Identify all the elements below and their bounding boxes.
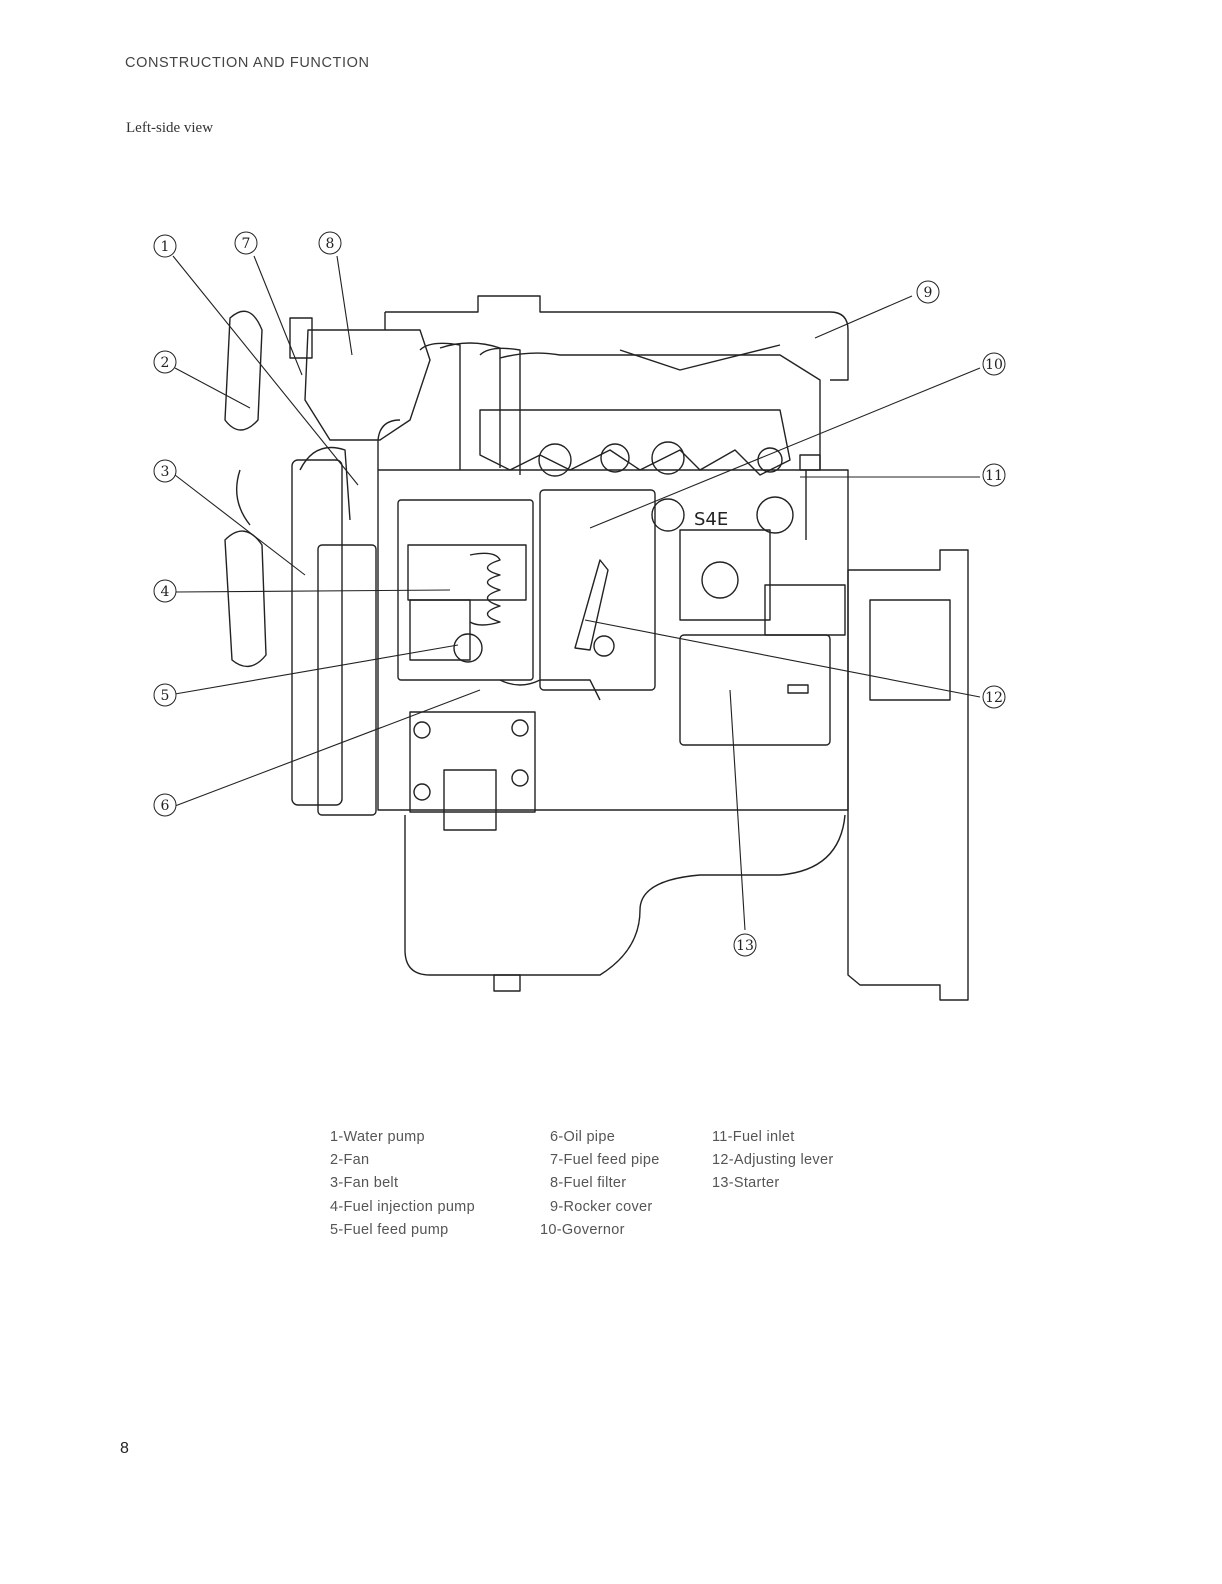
legend-item: 12-Adjusting lever xyxy=(712,1149,833,1172)
callout-label: 11 xyxy=(985,468,1003,484)
callout-label: 3 xyxy=(161,464,170,480)
legend-item: 9-Rocker cover xyxy=(540,1196,660,1219)
callout-label: 9 xyxy=(924,285,933,301)
legend-item: 5-Fuel feed pump xyxy=(330,1219,475,1242)
callout-label: 5 xyxy=(161,688,170,704)
legend-item: 7-Fuel feed pipe xyxy=(540,1149,660,1172)
legend-item: 8-Fuel filter xyxy=(540,1172,660,1195)
fan-blade-lower xyxy=(225,531,266,666)
legend-item: 10-Governor xyxy=(540,1219,660,1242)
page-number: 8 xyxy=(120,1440,129,1458)
legend-item: 11-Fuel inlet xyxy=(712,1126,833,1149)
fan-pulley xyxy=(292,460,342,805)
legend-item: 3-Fan belt xyxy=(330,1172,475,1195)
callout-label: 12 xyxy=(985,690,1003,706)
callout-label: 10 xyxy=(985,357,1003,373)
fan-blade-upper xyxy=(225,311,262,430)
legend-column-3: 11-Fuel inlet 12-Adjusting lever 13-Star… xyxy=(712,1126,833,1196)
callout-label: 6 xyxy=(161,798,170,814)
callout-label: 8 xyxy=(326,236,335,252)
rocker-cover xyxy=(385,296,848,380)
fuel-feed-pump xyxy=(454,634,482,662)
legend-column-1: 1-Water pump 2-Fan 3-Fan belt 4-Fuel inj… xyxy=(330,1126,475,1242)
legend-column-2: 6-Oil pipe 7-Fuel feed pipe 8-Fuel filte… xyxy=(540,1126,660,1242)
callout-label: 1 xyxy=(161,239,170,255)
legend-item: 1-Water pump xyxy=(330,1126,475,1149)
callout-label: 2 xyxy=(161,355,170,371)
legend-item: 13-Starter xyxy=(712,1172,833,1195)
pump-spring xyxy=(470,553,500,625)
legend-item: 4-Fuel injection pump xyxy=(330,1196,475,1219)
engine-plate: S4E xyxy=(694,509,728,530)
governor xyxy=(540,490,655,690)
engine-block xyxy=(378,470,848,810)
callout-label: 13 xyxy=(736,938,754,954)
fuel-filter xyxy=(305,330,430,440)
oil-pan xyxy=(405,815,845,975)
callout-label: 4 xyxy=(161,584,170,600)
callout-label: 7 xyxy=(242,236,251,252)
legend-item: 2-Fan xyxy=(330,1149,475,1172)
legend-item: 6-Oil pipe xyxy=(540,1126,660,1149)
